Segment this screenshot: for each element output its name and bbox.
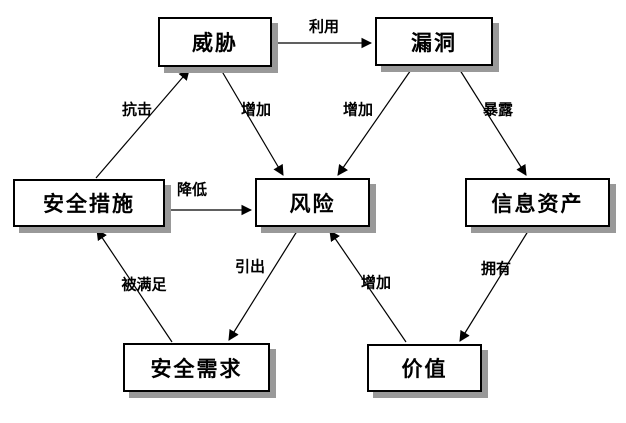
edge-label-own: 拥有 bbox=[480, 259, 512, 278]
node-security-measures: 安全措施 bbox=[13, 179, 165, 227]
edge-increase-value-arrow bbox=[329, 230, 407, 343]
edge-label-increase-value: 增加 bbox=[360, 273, 392, 292]
edge-label-be-satisfied: 被满足 bbox=[121, 275, 167, 294]
edge-label-exploit: 利用 bbox=[308, 17, 340, 36]
node-information-assets: 信息资产 bbox=[465, 178, 610, 227]
edge-resist-arrow bbox=[95, 69, 190, 179]
edge-own-arrow bbox=[459, 227, 531, 342]
edge-increase-threat-arrow bbox=[219, 67, 284, 176]
edge-label-expose: 暴露 bbox=[482, 100, 514, 119]
edge-label-reduce: 降低 bbox=[176, 180, 208, 199]
node-security-requirements: 安全需求 bbox=[123, 343, 270, 392]
node-value: 价值 bbox=[367, 344, 482, 392]
edge-label-lead-to: 引出 bbox=[234, 257, 266, 276]
edge-lead-to-arrow bbox=[228, 227, 300, 341]
edge-be-satisfied-arrow bbox=[96, 229, 173, 343]
node-vulnerability: 漏洞 bbox=[375, 17, 493, 66]
edge-label-resist: 抗击 bbox=[121, 100, 153, 119]
edge-label-increase-threat: 增加 bbox=[240, 100, 272, 119]
edge-label-increase-vulnerability: 增加 bbox=[342, 100, 374, 119]
edge-increase-vulnerability-arrow bbox=[337, 66, 414, 176]
edge-expose-arrow bbox=[457, 66, 527, 176]
node-threat: 威胁 bbox=[158, 17, 272, 67]
node-risk: 风险 bbox=[255, 178, 370, 227]
